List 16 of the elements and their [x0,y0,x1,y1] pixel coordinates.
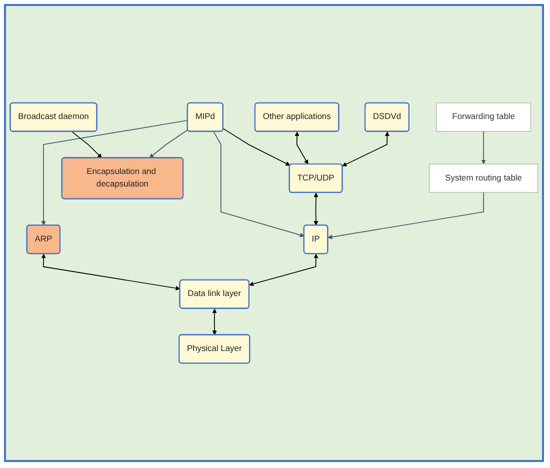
node-box [429,164,538,193]
arrow [41,120,188,226]
arrow [222,128,290,166]
arrow [481,130,486,164]
arrow [149,129,188,158]
arrow [314,192,318,226]
arrow [212,308,217,336]
arrow [342,132,390,166]
arrow [213,131,304,238]
arrow [328,192,484,240]
arrow [249,254,318,286]
node-box [436,102,532,132]
diagram-panel: Broadcast daemon MIPd Other applications DSDVd Forwarding table TCP/UDP Encapsulation and decapsulation ARP IP System routing table Data link layer Physical Layer [4,4,544,462]
arrow [294,132,308,164]
arrow [71,131,102,158]
arrow [41,254,180,290]
